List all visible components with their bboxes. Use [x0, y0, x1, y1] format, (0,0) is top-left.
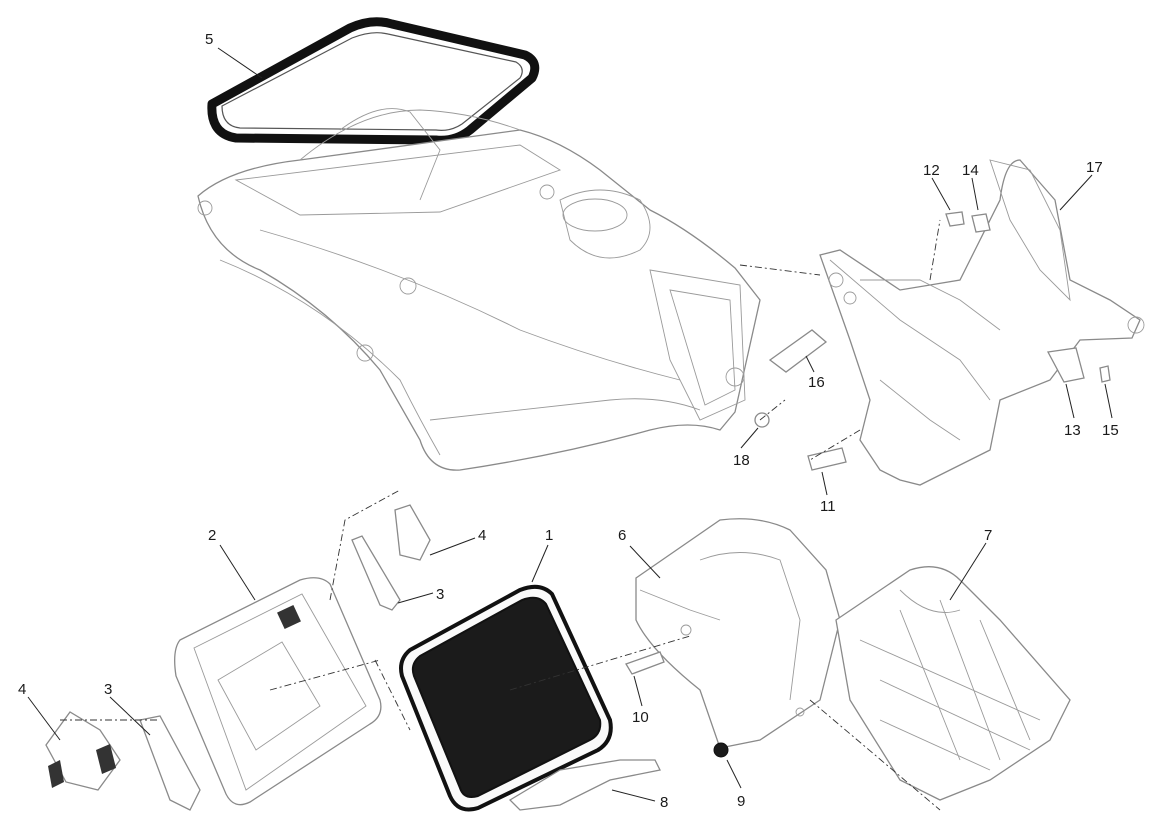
nut-part-12: [945, 211, 965, 227]
callout-5: 5: [205, 31, 213, 48]
callout-2: 2: [208, 527, 216, 544]
cover-part-6: [635, 518, 841, 749]
callout-15: 15: [1102, 422, 1119, 439]
air-filter-part-1: [399, 584, 613, 812]
grille-part-7: [835, 566, 1071, 801]
clip-part-13: [1046, 347, 1085, 383]
callout-6: 6: [618, 527, 626, 544]
callout-8: 8: [660, 794, 668, 811]
callout-10: 10: [632, 709, 649, 726]
screw-part-10: [625, 651, 665, 675]
bolt-part-11: [807, 447, 847, 471]
assembly-lines: [60, 219, 941, 811]
airbox-seal-part-5: [207, 17, 540, 145]
callout-4-upper: 4: [478, 527, 486, 544]
callout-13: 13: [1064, 422, 1081, 439]
rear-bracket-part-17: [819, 159, 1145, 486]
callout-labels: 5 12 14 17 16 13 15 18 11 2 4 1 6 7 3 4 …: [18, 31, 1119, 811]
leader-lines: [27, 47, 1113, 802]
grommet-part-9: [713, 742, 729, 758]
clip-part-3-upper: [351, 535, 401, 611]
clips-and-springs: [45, 504, 729, 811]
callout-17: 17: [1086, 159, 1103, 176]
screw-part-15: [1099, 365, 1111, 383]
washer-part-18: [754, 412, 770, 428]
filter-housing-part-2: [174, 577, 382, 806]
callout-9: 9: [737, 793, 745, 810]
bolt-part-16: [768, 329, 828, 373]
clip-part-3-lower: [139, 715, 201, 811]
spring-part-4-upper: [394, 504, 431, 561]
callout-3-lower: 3: [104, 681, 112, 698]
bracket-part-8: [508, 759, 661, 811]
callout-12: 12: [923, 162, 940, 179]
screw-part-14: [971, 213, 991, 233]
callout-4-lower: 4: [18, 681, 26, 698]
fasteners-upper: [754, 211, 1111, 471]
callout-11: 11: [820, 498, 836, 515]
callout-7: 7: [984, 527, 992, 544]
callout-3-upper: 3: [436, 586, 444, 603]
callout-14: 14: [962, 162, 979, 179]
callout-18: 18: [733, 452, 750, 469]
frame-airbox-body: [197, 108, 761, 471]
callout-16: 16: [808, 374, 825, 391]
callout-1: 1: [545, 527, 553, 544]
